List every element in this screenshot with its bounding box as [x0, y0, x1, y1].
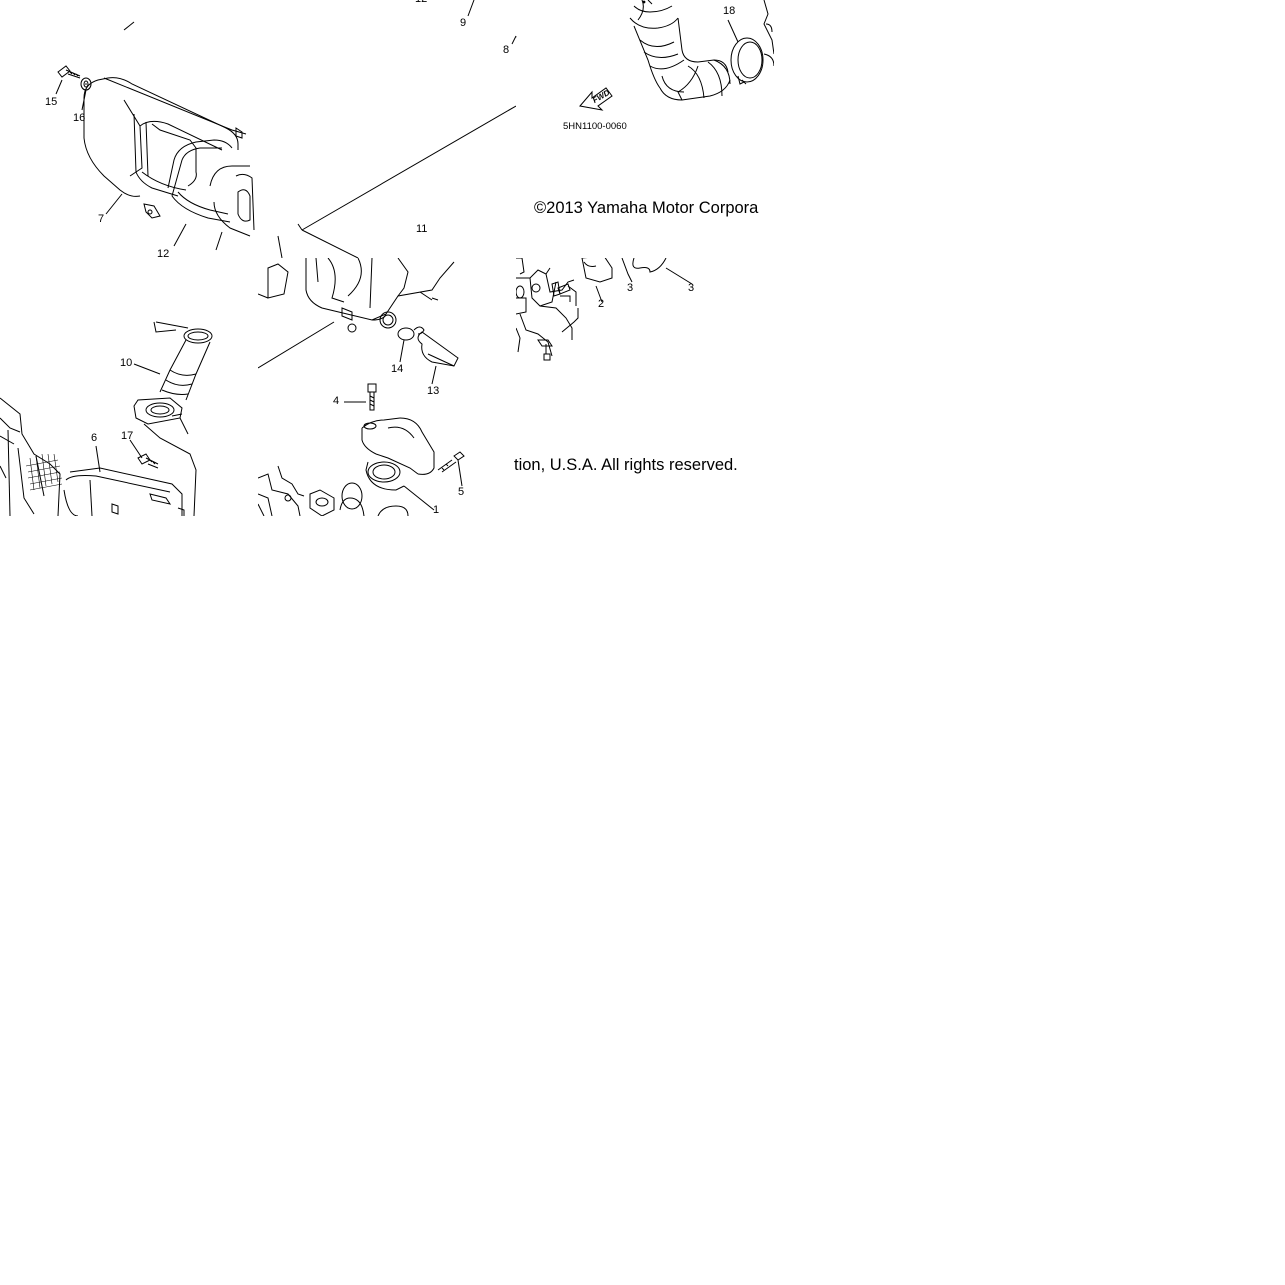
intake-hose-drawing	[516, 0, 774, 111]
diagram-reference-code: 5HN1100-0060	[563, 121, 627, 132]
callout-18: 18	[723, 5, 736, 17]
callout-2: 2	[598, 298, 605, 310]
callout-3-right: 3	[688, 282, 695, 294]
callout-17: 17	[121, 430, 134, 442]
diagram-tile-carb-joint	[258, 258, 516, 516]
joint-and-case-drawing	[0, 321, 213, 516]
top-center-drawing	[277, 0, 516, 258]
air-box-drawing	[55, 21, 255, 251]
callout-14: 14	[391, 363, 404, 375]
callout-12-top: 12	[415, 0, 427, 5]
callout-4: 4	[333, 395, 340, 407]
callout-3-left: 3	[627, 282, 634, 294]
filter-mesh	[25, 453, 63, 491]
copyright-line-part-1: ©2013 Yamaha Motor Corpora	[534, 199, 759, 217]
diagram-tile-top-center	[258, 0, 516, 258]
callout-9: 9	[460, 17, 467, 29]
callout-5: 5	[458, 486, 465, 498]
diagram-tile-carburetor	[516, 258, 774, 516]
callout-6: 6	[91, 432, 98, 444]
callout-10: 10	[120, 357, 133, 369]
diagram-tile-intake-hose	[516, 0, 774, 258]
callout-16: 16	[73, 112, 86, 124]
callout-7: 7	[98, 213, 105, 225]
callout-15: 15	[45, 96, 58, 108]
diagram-tile-joint-and-case	[0, 258, 258, 516]
callout-1: 1	[433, 504, 440, 516]
callout-12-left: 12	[157, 248, 170, 260]
callout-11: 11	[416, 223, 428, 235]
carburetor-drawing	[516, 258, 693, 361]
diagram-tile-air-box	[0, 0, 258, 258]
callout-8: 8	[503, 44, 510, 56]
callout-13: 13	[427, 385, 440, 397]
carb-joint-drawing	[258, 258, 465, 516]
copyright-line-part-2: tion, U.S.A. All rights reserved.	[514, 456, 738, 474]
